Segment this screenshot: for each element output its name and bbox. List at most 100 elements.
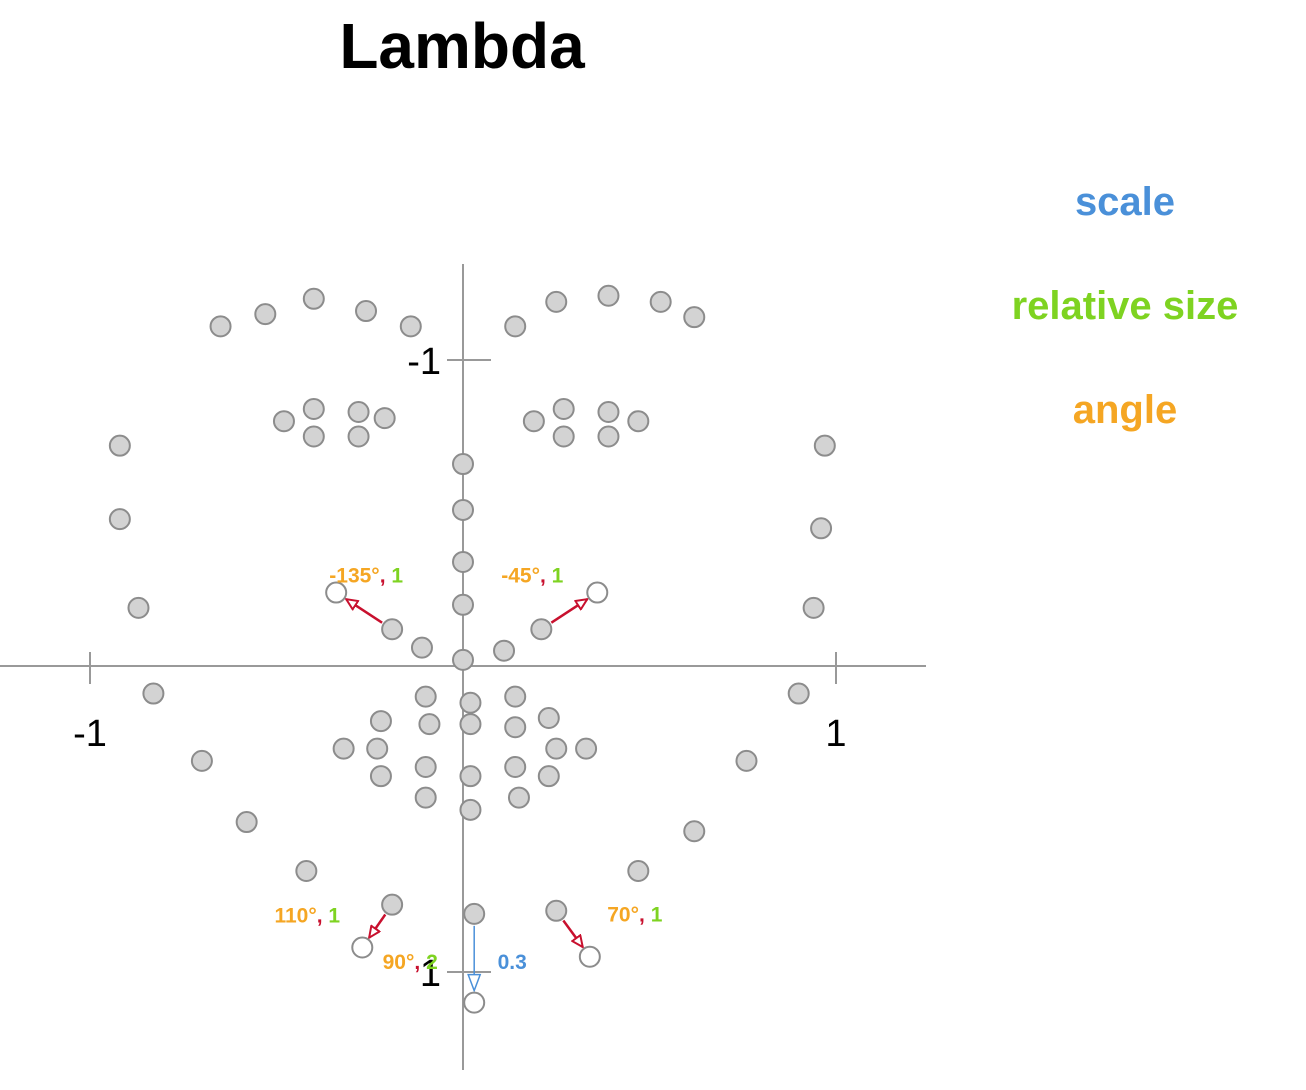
data-point — [545, 899, 568, 922]
data-point — [366, 737, 389, 760]
data-point — [537, 707, 560, 730]
annotation-size: 2 — [426, 951, 438, 974]
data-point — [683, 820, 706, 843]
data-point — [545, 737, 568, 760]
data-point — [302, 397, 325, 420]
data-point — [504, 315, 527, 338]
data-point — [627, 860, 650, 883]
data-point — [452, 550, 474, 573]
annotation-label: -135°, 1 — [329, 565, 403, 588]
data-point — [381, 893, 404, 916]
data-point — [347, 425, 370, 448]
data-point — [463, 902, 486, 925]
data-point — [410, 636, 433, 659]
data-point — [452, 498, 474, 521]
angle-arrow — [346, 599, 383, 624]
scale-annotation-value: 0.3 — [498, 951, 527, 974]
angle-arrow — [562, 919, 582, 947]
data-point — [295, 860, 318, 883]
annotation-label: 110°, 1 — [274, 905, 340, 928]
data-point — [627, 410, 650, 433]
scale-target-point — [463, 991, 486, 1014]
annotation-size: 1 — [328, 905, 340, 928]
data-point — [813, 434, 836, 457]
scale-arrowhead — [467, 973, 482, 993]
data-point — [735, 749, 758, 772]
data-point — [459, 765, 482, 788]
annotation-size: 1 — [552, 565, 564, 588]
data-point — [190, 749, 213, 772]
data-point — [459, 713, 482, 736]
data-point — [575, 737, 598, 760]
data-point — [649, 290, 672, 313]
annotation-separator: , — [639, 904, 651, 927]
angle-arrow — [369, 913, 387, 938]
data-point — [272, 410, 295, 433]
data-point — [507, 786, 530, 809]
annotation-separator: , — [414, 951, 426, 974]
data-point — [452, 453, 474, 476]
data-point — [452, 648, 474, 671]
data-point — [597, 425, 620, 448]
target-point — [351, 936, 374, 959]
data-point — [810, 517, 833, 540]
annotation-angle: 70° — [607, 904, 639, 927]
data-point — [493, 639, 516, 662]
data-point — [332, 737, 355, 760]
target-point — [586, 581, 609, 604]
data-point — [235, 811, 258, 834]
data-point — [787, 682, 810, 705]
data-point — [302, 287, 325, 310]
scale-annotation-left: 90°, 2 — [383, 951, 438, 974]
legend-angle: angle — [1072, 388, 1178, 432]
data-point — [552, 397, 575, 420]
data-point — [537, 765, 560, 788]
data-point — [530, 618, 553, 641]
data-point — [373, 407, 396, 430]
annotation-separator: , — [380, 565, 392, 588]
data-point — [459, 691, 482, 714]
annotation-label: 70°, 1 — [607, 904, 662, 927]
data-point — [414, 786, 437, 809]
annotation-separator: , — [540, 565, 552, 588]
data-point — [399, 315, 422, 338]
data-point — [414, 685, 437, 708]
data-point — [459, 798, 482, 821]
data-point — [142, 682, 165, 705]
x-tick-label: -1 — [73, 713, 107, 755]
annotation-separator: , — [317, 905, 329, 928]
annotation-angle: 90° — [383, 951, 415, 974]
data-point — [545, 290, 568, 313]
chart-title: Lambda — [339, 10, 585, 82]
data-point — [209, 315, 232, 338]
data-point — [597, 284, 620, 307]
data-point — [522, 410, 545, 433]
data-point — [347, 401, 370, 424]
data-point — [597, 401, 620, 424]
data-point — [504, 755, 527, 778]
y-tick-label: 1 — [420, 953, 441, 995]
annotation-label: -45°, 1 — [501, 565, 563, 588]
target-point — [325, 581, 348, 604]
data-point — [504, 716, 527, 739]
target-point — [578, 945, 601, 968]
data-point — [108, 508, 131, 531]
data-point — [127, 596, 150, 619]
data-point — [683, 306, 706, 329]
data-point — [414, 755, 437, 778]
data-point — [381, 618, 404, 641]
data-point — [302, 425, 325, 448]
angle-arrow — [550, 599, 587, 624]
data-point — [369, 710, 392, 733]
data-point — [355, 300, 378, 323]
data-point — [418, 713, 441, 736]
annotation-angle: 110° — [274, 905, 316, 928]
data-point — [369, 765, 392, 788]
data-point — [802, 596, 825, 619]
annotation-size: 1 — [391, 565, 403, 588]
x-tick-label: 1 — [825, 713, 846, 755]
data-point — [254, 303, 277, 326]
data-point — [552, 425, 575, 448]
data-point — [108, 434, 131, 457]
